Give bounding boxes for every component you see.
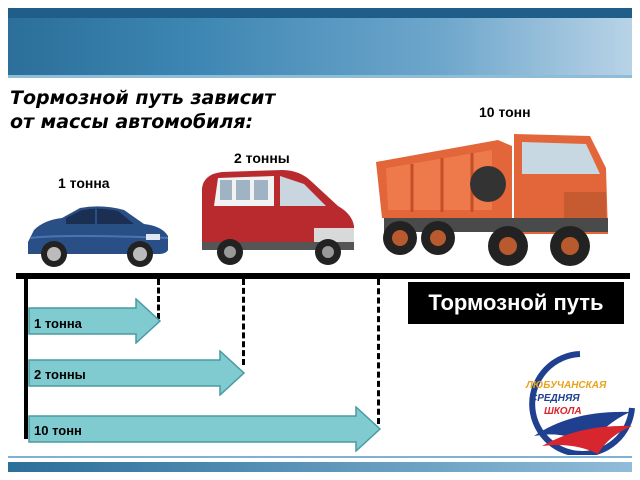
title-line-1: Тормозной путь зависит <box>10 87 276 109</box>
car-icon <box>28 206 169 267</box>
arrow-label-1: 1 тонна <box>34 316 82 331</box>
dump-truck-icon <box>376 134 608 266</box>
logo-line-2: СРЕДНЯЯ <box>530 393 580 404</box>
title-line-2: от массы автомобиля: <box>10 111 254 133</box>
vehicle-label-car: 1 тонна <box>58 175 110 191</box>
school-logo-icon <box>529 351 635 455</box>
logo-line-1: ЛЮБУЧАНСКАЯ <box>526 380 607 391</box>
start-line <box>24 279 28 439</box>
arrow-label-3: 10 тонн <box>34 423 82 438</box>
stop-marker-1 <box>157 279 160 319</box>
vehicle-label-van: 2 тонны <box>234 150 290 166</box>
stop-marker-3 <box>377 279 380 424</box>
arrow-1-tonne <box>28 298 162 344</box>
logo-line-3: ШКОЛА <box>544 406 582 417</box>
header-banner <box>8 8 632 78</box>
van-icon <box>202 170 354 265</box>
arrow-10-tonnes <box>28 406 382 452</box>
slide-title: Тормозной путь зависит от массы автомоби… <box>10 86 310 134</box>
ground-line <box>16 273 630 279</box>
arrow-label-2: 2 тонны <box>34 367 86 382</box>
braking-distance-label: Тормозной путь <box>408 282 624 324</box>
arrow-2-tonnes <box>28 350 246 396</box>
vehicle-label-truck: 10 тонн <box>479 104 531 120</box>
footer-banner <box>8 456 632 472</box>
stop-marker-2 <box>242 279 245 365</box>
